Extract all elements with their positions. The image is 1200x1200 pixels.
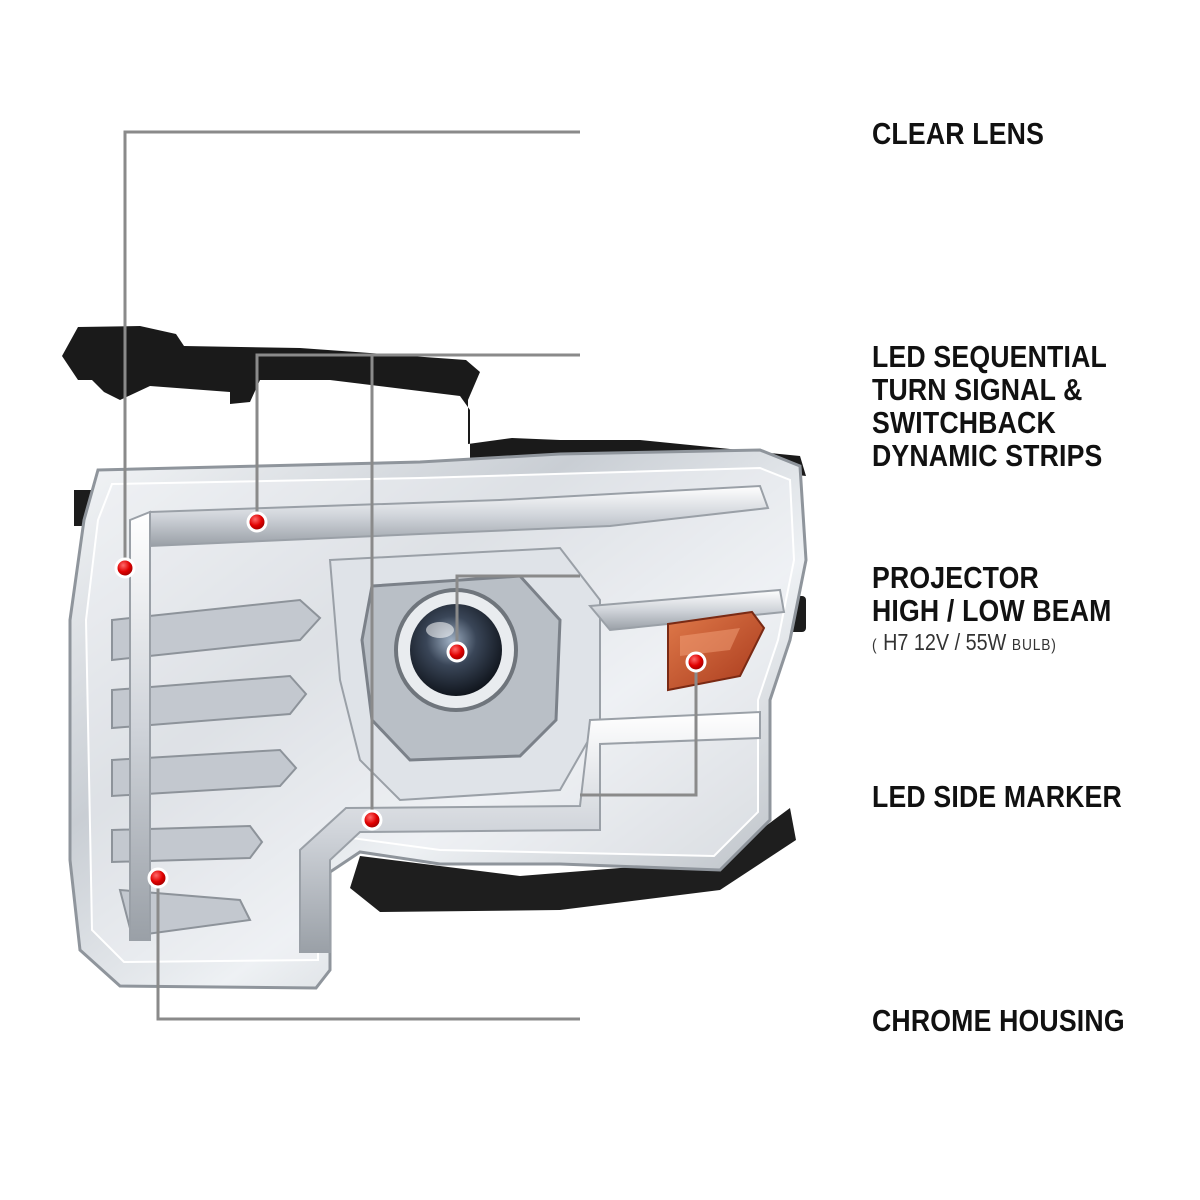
marker-dot-clear-lens xyxy=(114,557,136,579)
callout-projector: PROJECTOR HIGH / LOW BEAM ( H7 12V / 55W… xyxy=(872,561,1112,659)
leader-lines-red xyxy=(580,130,858,1021)
spec-open-paren: ( xyxy=(872,637,878,654)
callout-markers xyxy=(114,511,707,889)
marker-dot-projector xyxy=(446,641,468,663)
callout-line: SWITCHBACK xyxy=(872,405,1056,440)
marker-dot-side-marker xyxy=(685,651,707,673)
led-light-bar-mid xyxy=(588,588,786,632)
callout-line: CLEAR LENS xyxy=(872,116,1045,151)
side-marker-highlight xyxy=(680,628,740,656)
lower-housing-shadow xyxy=(350,808,796,912)
bulb-spec: ( H7 12V / 55W BULB) xyxy=(872,629,1112,659)
callout-line: TURN SIGNAL & xyxy=(872,372,1083,407)
mounting-bracket xyxy=(62,326,806,476)
callout-line: HIGH / LOW BEAM xyxy=(872,593,1112,628)
callout-line: LED SIDE MARKER xyxy=(872,779,1122,814)
led-light-bar-upper xyxy=(149,484,770,548)
lens-glint xyxy=(426,622,454,638)
callout-line: LED SEQUENTIAL xyxy=(872,339,1107,374)
callout-line: PROJECTOR xyxy=(872,560,1039,595)
callout-led-sequential: LED SEQUENTIAL TURN SIGNAL & SWITCHBACK … xyxy=(872,340,1107,472)
callout-led-side-marker: LED SIDE MARKER xyxy=(872,780,1122,813)
spec-close-paren: ) xyxy=(1051,637,1057,654)
callout-chrome-housing: CHROME HOUSING xyxy=(872,1004,1125,1037)
marker-dot-chrome-housing xyxy=(147,867,169,889)
spec-main: H7 12V / 55W xyxy=(883,629,1007,655)
led-light-bar-lower xyxy=(299,710,761,953)
marker-dot-led-lower xyxy=(361,809,383,831)
leader-lines xyxy=(123,130,698,1021)
spec-bulb: BULB xyxy=(1011,637,1052,654)
reflector-fins xyxy=(111,598,322,938)
callout-clear-lens: CLEAR LENS xyxy=(872,117,1044,150)
marker-dot-led-upper xyxy=(246,511,268,533)
callout-line: CHROME HOUSING xyxy=(872,1003,1125,1038)
led-light-bar-side xyxy=(129,510,151,941)
callout-line: DYNAMIC STRIPS xyxy=(872,438,1103,473)
